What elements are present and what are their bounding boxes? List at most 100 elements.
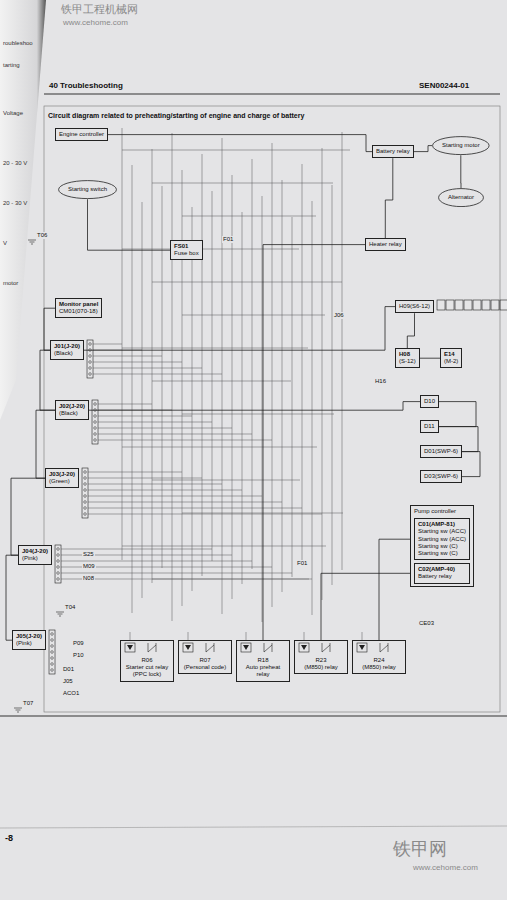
node-text: Monitor panel — [59, 301, 98, 308]
node-text: D11 — [424, 423, 435, 430]
diagram-frame — [44, 106, 500, 712]
connector-box: J02(J-20)(Black) — [55, 400, 89, 420]
node-text: Fuse box — [174, 250, 199, 257]
wire-label: P09 — [72, 640, 85, 647]
wire — [304, 632, 305, 640]
pin-strip — [92, 400, 98, 444]
relay-box: R06Starter cut relay (PPC lock) — [120, 640, 174, 682]
pin — [57, 554, 60, 557]
wire — [212, 191, 213, 561]
pin-strip — [87, 340, 93, 378]
node-text: J04(J-20) — [22, 548, 48, 555]
node-text: R18 — [240, 657, 286, 664]
relay-coil — [241, 643, 251, 652]
relay-box: Battery relay — [372, 145, 414, 158]
page-header: SEN00244-01 — [418, 82, 470, 91]
connector-box: J04(J-20)(Pink) — [18, 545, 52, 565]
wire-label: -8 — [4, 834, 14, 844]
wire-connector — [385, 158, 393, 238]
node-text: E14 — [444, 351, 458, 358]
pin — [94, 421, 97, 424]
watermark: www.cehome.com — [62, 19, 129, 28]
pin-strip — [49, 630, 55, 674]
connector-box: D11 — [420, 420, 439, 433]
ground-symbol — [28, 240, 36, 244]
node-text: H09(S6-12) — [399, 303, 430, 310]
wire-label: T04 — [64, 604, 76, 611]
wire — [88, 496, 262, 497]
wire-connector — [88, 199, 171, 250]
connector-cell — [455, 300, 463, 310]
node-text: (Pink) — [16, 640, 42, 647]
node-text: Starting sw (C) — [418, 550, 466, 557]
pin — [57, 572, 60, 575]
node-text: Auto preheat relay — [240, 664, 286, 678]
pin — [84, 483, 87, 486]
node-text: R24 — [356, 657, 402, 664]
relay-contact — [148, 643, 156, 652]
wire — [88, 502, 282, 503]
wire-label: V — [2, 240, 8, 247]
pin — [57, 548, 60, 551]
wire-label: ACO1 — [62, 690, 80, 697]
relay-box: R18Auto preheat relay — [236, 640, 290, 682]
wire — [61, 561, 252, 562]
wire — [182, 513, 343, 514]
connector-cell — [473, 300, 481, 310]
node-text: D03(SWP-6) — [424, 473, 458, 480]
wire — [88, 478, 202, 479]
pin-strip — [55, 545, 61, 583]
connector-cell — [500, 300, 507, 310]
fuse-box: FS01Fuse box — [170, 240, 203, 260]
wire — [61, 549, 212, 550]
relay-coil — [183, 643, 193, 652]
wire-label: T07 — [22, 700, 34, 707]
wire — [188, 632, 189, 640]
wire — [93, 374, 222, 375]
wire — [182, 170, 183, 606]
node-text: Starting sw (C) — [418, 543, 466, 550]
pin — [94, 433, 97, 436]
wire — [252, 159, 253, 569]
wire-connector — [263, 245, 365, 640]
round-outline — [59, 181, 117, 199]
diode-symbol — [243, 645, 249, 650]
pin — [84, 513, 87, 516]
node-text: J02(J-20) — [59, 403, 85, 410]
wire — [152, 149, 153, 583]
wire — [262, 196, 263, 622]
wire — [98, 428, 232, 429]
connector-cell — [491, 300, 499, 310]
wire — [88, 472, 182, 473]
wire — [182, 414, 334, 415]
node-text: H08 — [399, 351, 416, 358]
wire-label: tarting — [2, 62, 21, 69]
diode-symbol — [185, 645, 191, 650]
footer-rule — [0, 716, 507, 717]
node-text: Heater relay — [369, 241, 402, 248]
relay-contact — [380, 643, 388, 652]
pin — [51, 663, 54, 666]
node-text: D10 — [424, 398, 435, 405]
connector-box: J03(J-20)(Green) — [45, 468, 79, 488]
wire — [122, 546, 326, 547]
wire — [342, 132, 343, 570]
node-text: (Black) — [59, 410, 85, 417]
wire-label: CE03 — [418, 620, 435, 627]
node-text: Starting switch — [68, 186, 107, 193]
node-text: (M850) relay — [298, 664, 344, 671]
motor-symbol: Starting motor — [432, 136, 490, 155]
wire-label: Voltage — [2, 110, 24, 117]
wire-connector — [462, 452, 480, 477]
wire-label: roubleshoo — [2, 40, 34, 47]
controller-box: Pump controllerC01(AMP-81)Starting sw (A… — [410, 505, 474, 587]
footer-rule — [0, 826, 507, 828]
wire — [98, 404, 152, 405]
wire — [61, 573, 292, 574]
diode-symbol — [359, 645, 365, 650]
connector-box: D03(SWP-6) — [420, 470, 462, 483]
pin — [84, 501, 87, 504]
node-text: (M850) relay — [356, 664, 402, 671]
node-text: FS01 — [174, 243, 199, 250]
connector-box: J05(J-20)(Pink) — [12, 630, 46, 650]
